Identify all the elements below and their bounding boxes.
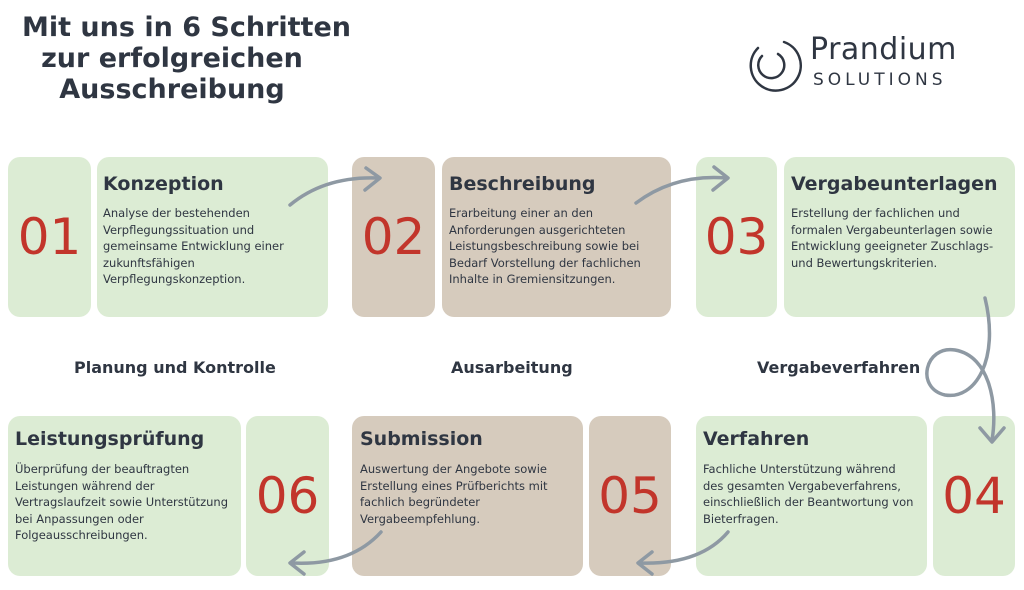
step-1-description: Analyse der bestehenden Verpflegungssitu… <box>103 206 284 286</box>
logo-name: Prandium <box>810 32 957 67</box>
page-title: Mit uns in 6 Schritten zur erfolgreichen… <box>22 12 351 105</box>
arrow-step-2-to-3 <box>634 175 728 205</box>
step-6-description: Überprüfung der beauftragten Leistungen … <box>15 462 228 542</box>
step-4-number: 04 <box>942 467 1006 525</box>
arrow-head-2-to-3 <box>711 165 730 192</box>
arrow-head-1-to-2 <box>363 166 382 192</box>
title-line-1: Mit uns in 6 Schritten <box>22 12 351 43</box>
step-3-card <box>784 157 1015 317</box>
step-2-number-box <box>352 157 435 317</box>
phase-label-award: Vergabeverfahren <box>757 358 921 377</box>
logo-circle-icon <box>749 40 802 92</box>
step-5-number: 05 <box>598 467 662 525</box>
arrow-step-1-to-2 <box>288 176 380 207</box>
step-5-card <box>352 416 583 576</box>
step-6-number-box <box>246 416 329 576</box>
arrow-head-3-to-4 <box>978 426 1006 444</box>
arrow-step-5-to-6 <box>290 530 383 565</box>
arrow-step-4-to-5 <box>638 530 730 565</box>
title-line-2: zur erfolgreichen <box>41 43 303 74</box>
arrow-head-4-to-5 <box>636 550 654 576</box>
arrow-step-3-to-4 <box>925 296 996 442</box>
step-4-number-box <box>933 416 1015 576</box>
step-2-card <box>442 157 671 317</box>
step-6-number: 06 <box>255 467 320 525</box>
logo-subtitle: SOLUTIONS <box>813 70 947 90</box>
step-3-title: Vergabeunterlagen <box>791 173 998 195</box>
step-3-description: Erstellung der fachlichen und formalen V… <box>791 206 994 270</box>
company-logo: Prandium SOLUTIONS <box>744 32 984 96</box>
step-6-card <box>8 416 241 576</box>
arrow-head-5-to-6 <box>288 550 306 576</box>
step-2-description: Erarbeitung einer an den Anforderungen a… <box>449 206 641 286</box>
step-4-title: Verfahren <box>703 428 810 450</box>
step-6-title: Leistungsprüfung <box>15 428 205 450</box>
step-3-number-box <box>696 157 777 317</box>
step-1-number-box <box>8 157 91 317</box>
step-1-card <box>97 157 328 317</box>
step-2-number: 02 <box>361 208 426 266</box>
step-5-number-box <box>589 416 671 576</box>
step-5-description: Auswertung der Angebote sowie Erstellung… <box>360 462 548 526</box>
phase-label-planning: Planung und Kontrolle <box>74 358 276 377</box>
step-3-number: 03 <box>704 208 769 266</box>
step-1-title: Konzeption <box>103 173 224 195</box>
step-4-card <box>696 416 927 576</box>
step-5-title: Submission <box>360 428 483 450</box>
step-1-number: 01 <box>17 208 82 266</box>
step-2-title: Beschreibung <box>449 173 596 195</box>
title-line-3: Ausschreibung <box>59 74 285 105</box>
step-4-description: Fachliche Unterstützung während des gesa… <box>703 462 914 526</box>
phase-label-elaboration: Ausarbeitung <box>451 358 573 377</box>
